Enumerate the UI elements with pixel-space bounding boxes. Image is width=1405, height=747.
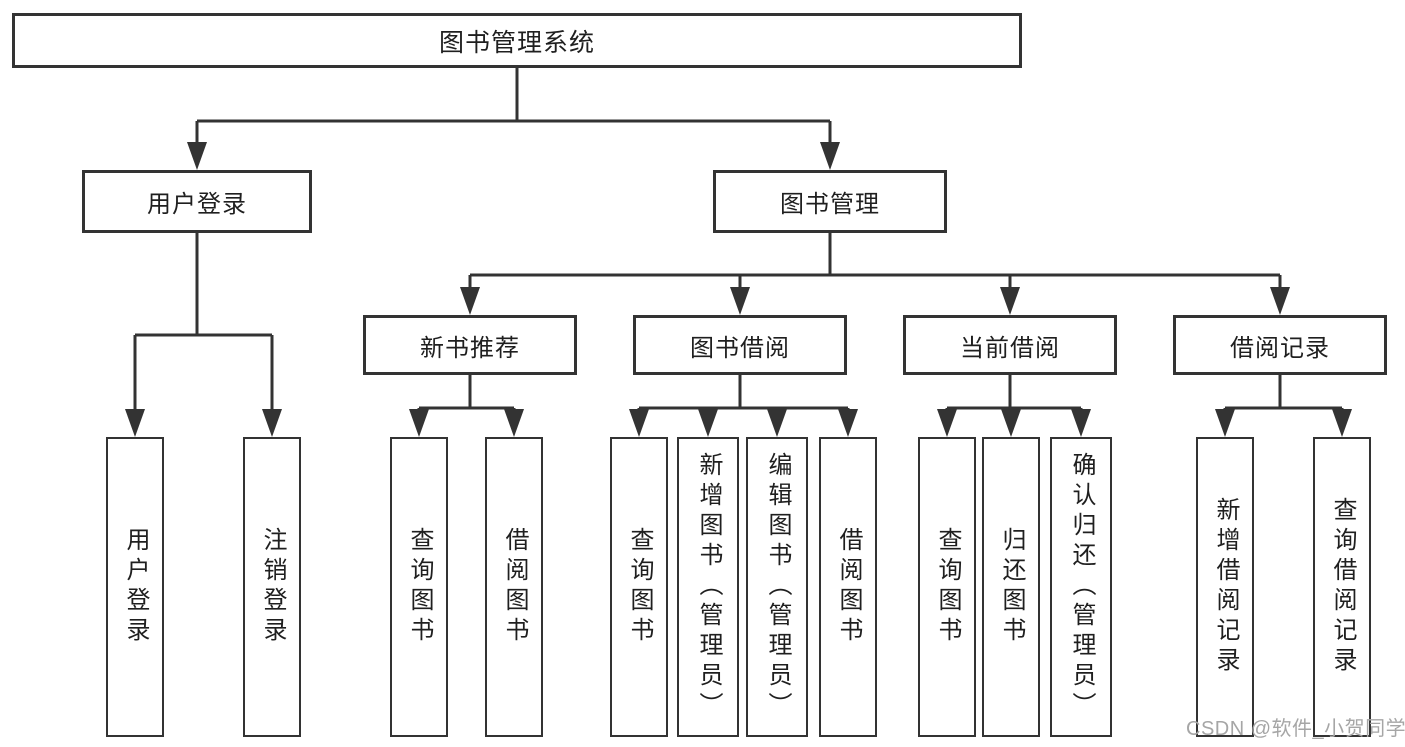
node-book-management: 图书管理 (713, 170, 947, 233)
leaf-add-book-admin-label: 新增图书（管理员） (695, 452, 722, 722)
node-root-system: 图书管理系统 (12, 13, 1022, 68)
leaf-user-login: 用户登录 (106, 437, 164, 737)
connector-borrow-records-children (1215, 375, 1352, 437)
connector-new-book-recommend-children (409, 375, 524, 437)
node-book-borrow-label: 图书借阅 (690, 334, 790, 362)
node-borrow-records: 借阅记录 (1173, 315, 1387, 375)
leaf-query-books-recommend: 查询图书 (390, 437, 448, 737)
node-root-system-label: 图书管理系统 (438, 28, 595, 57)
node-new-book-recommend-label: 新书推荐 (420, 334, 520, 362)
leaf-confirm-return-admin-label: 确认归还（管理员） (1068, 452, 1095, 722)
node-borrow-records-label: 借阅记录 (1230, 334, 1330, 362)
node-new-book-recommend: 新书推荐 (363, 315, 577, 375)
node-current-borrow-label: 当前借阅 (960, 334, 1060, 362)
leaf-query-books-current: 查询图书 (918, 437, 976, 737)
leaf-query-books-borrow: 查询图书 (610, 437, 668, 737)
leaf-add-book-admin: 新增图书（管理员） (677, 437, 739, 737)
leaf-add-borrow-record-label: 新增借阅记录 (1212, 497, 1239, 677)
leaf-logout: 注销登录 (243, 437, 301, 737)
leaf-query-books-recommend-label: 查询图书 (406, 527, 433, 647)
leaf-borrow-books-recommend: 借阅图书 (485, 437, 543, 737)
watermark-text: CSDN @软件_小贺同学 (1186, 718, 1405, 740)
leaf-edit-book-admin: 编辑图书（管理员） (746, 437, 808, 737)
leaf-query-books-current-label: 查询图书 (934, 527, 961, 647)
leaf-confirm-return-admin: 确认归还（管理员） (1050, 437, 1112, 737)
connector-current-borrow-children (937, 375, 1091, 437)
leaf-return-book-label: 归还图书 (998, 527, 1025, 647)
leaf-return-book: 归还图书 (982, 437, 1040, 737)
connector-book-management-children (460, 233, 1290, 315)
leaf-query-borrow-record-label: 查询借阅记录 (1329, 497, 1356, 677)
connector-user-login-children (125, 233, 282, 437)
node-book-management-label: 图书管理 (780, 191, 880, 218)
node-user-login: 用户登录 (82, 170, 312, 233)
node-book-borrow: 图书借阅 (633, 315, 847, 375)
connector-root-to-level2 (187, 68, 840, 170)
node-current-borrow: 当前借阅 (903, 315, 1117, 375)
leaf-edit-book-admin-label: 编辑图书（管理员） (764, 452, 791, 722)
node-user-login-label: 用户登录 (147, 191, 247, 218)
leaf-query-books-borrow-label: 查询图书 (626, 527, 653, 647)
leaf-logout-label: 注销登录 (259, 527, 286, 647)
leaf-user-login-label: 用户登录 (122, 527, 149, 647)
leaf-borrow-books: 借阅图书 (819, 437, 877, 737)
leaf-add-borrow-record: 新增借阅记录 (1196, 437, 1254, 737)
leaf-borrow-books-recommend-label: 借阅图书 (501, 527, 528, 647)
leaf-borrow-books-label: 借阅图书 (835, 527, 862, 647)
connector-book-borrow-children (629, 375, 858, 437)
leaf-query-borrow-record: 查询借阅记录 (1313, 437, 1371, 737)
